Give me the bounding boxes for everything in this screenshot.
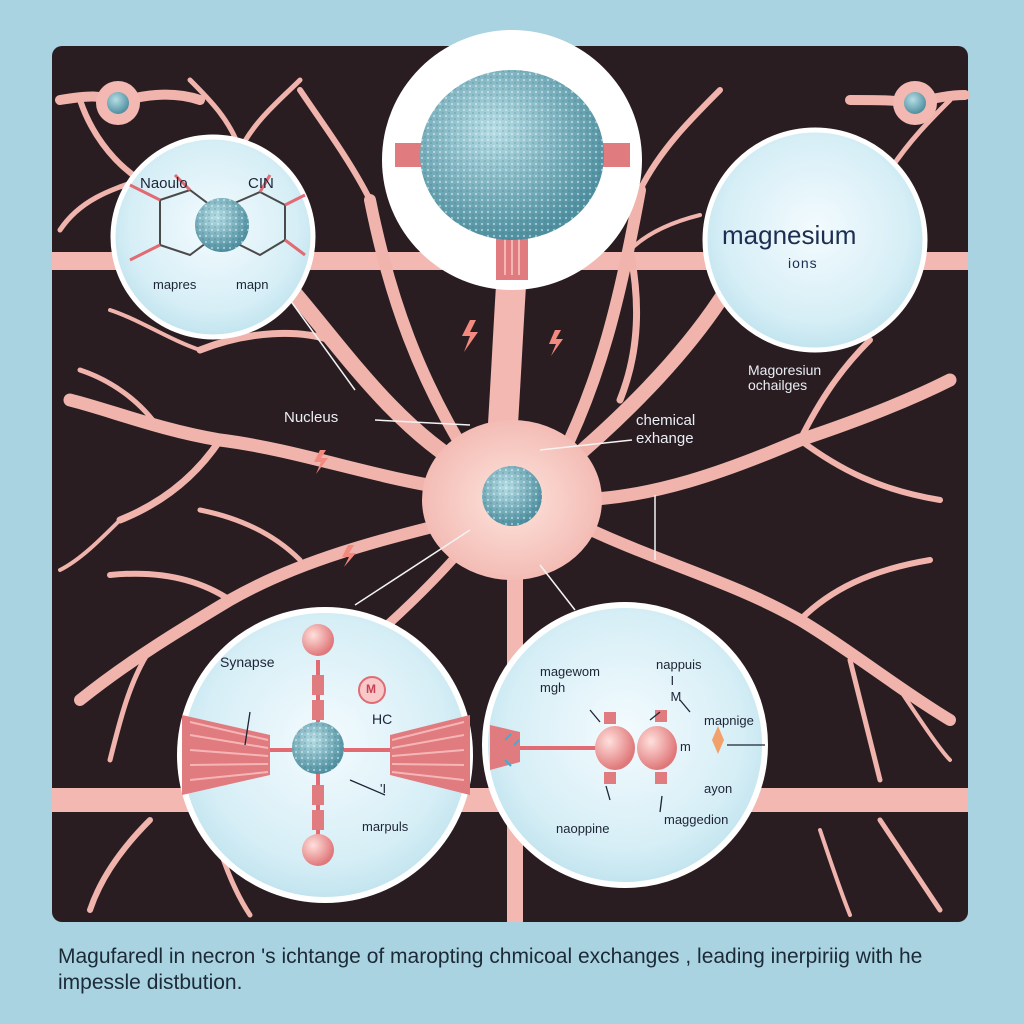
label-molecule-bottom-left: mapres (153, 277, 197, 292)
label-magnesium-title: magnesium (722, 220, 857, 250)
label-molecule-top-right: CIN (248, 175, 274, 192)
label-naoppine: naoppine (556, 821, 610, 836)
soma (422, 420, 602, 580)
label-molecule-top-left: Naoulo (140, 175, 188, 192)
label-ayon: ayon (704, 781, 733, 796)
label-molecule-bottom-right: mapn (236, 277, 269, 292)
m-badge: M (366, 682, 376, 696)
label-hc: HC (372, 711, 393, 727)
label-mapnige: mapnige (704, 713, 754, 728)
label-maggedon: maggedion (664, 812, 729, 827)
label-synapse: Synapse (220, 654, 275, 670)
corner-neuron-right (845, 81, 970, 125)
figure-caption: Magufaredl in necron 's ichtange of maro… (58, 945, 923, 994)
label-m-small: m (680, 739, 691, 754)
label-marpus: marpuls (362, 819, 409, 834)
label-magnesium-subtitle: ions (788, 255, 818, 271)
label-chemical-exchange: chemical exhange (636, 412, 696, 447)
label-magnesium-exchanges: Magoresiun ochailges (748, 362, 822, 393)
inset-molecule (110, 134, 316, 340)
leader-lines (289, 299, 656, 611)
inset-magnesium (702, 127, 928, 353)
label-nucleus: Nucleus (284, 409, 339, 426)
label-bracket-mark: 'I (380, 781, 387, 796)
inset-top-center (382, 30, 642, 290)
corner-neuron-left (55, 81, 205, 125)
label-magneworn: magewom mgh (540, 664, 600, 695)
inset-synapse (177, 607, 473, 903)
spark-icons (314, 320, 563, 567)
inset-synapse-right (482, 602, 768, 888)
label-nappuis: nappuis I M (656, 657, 702, 704)
